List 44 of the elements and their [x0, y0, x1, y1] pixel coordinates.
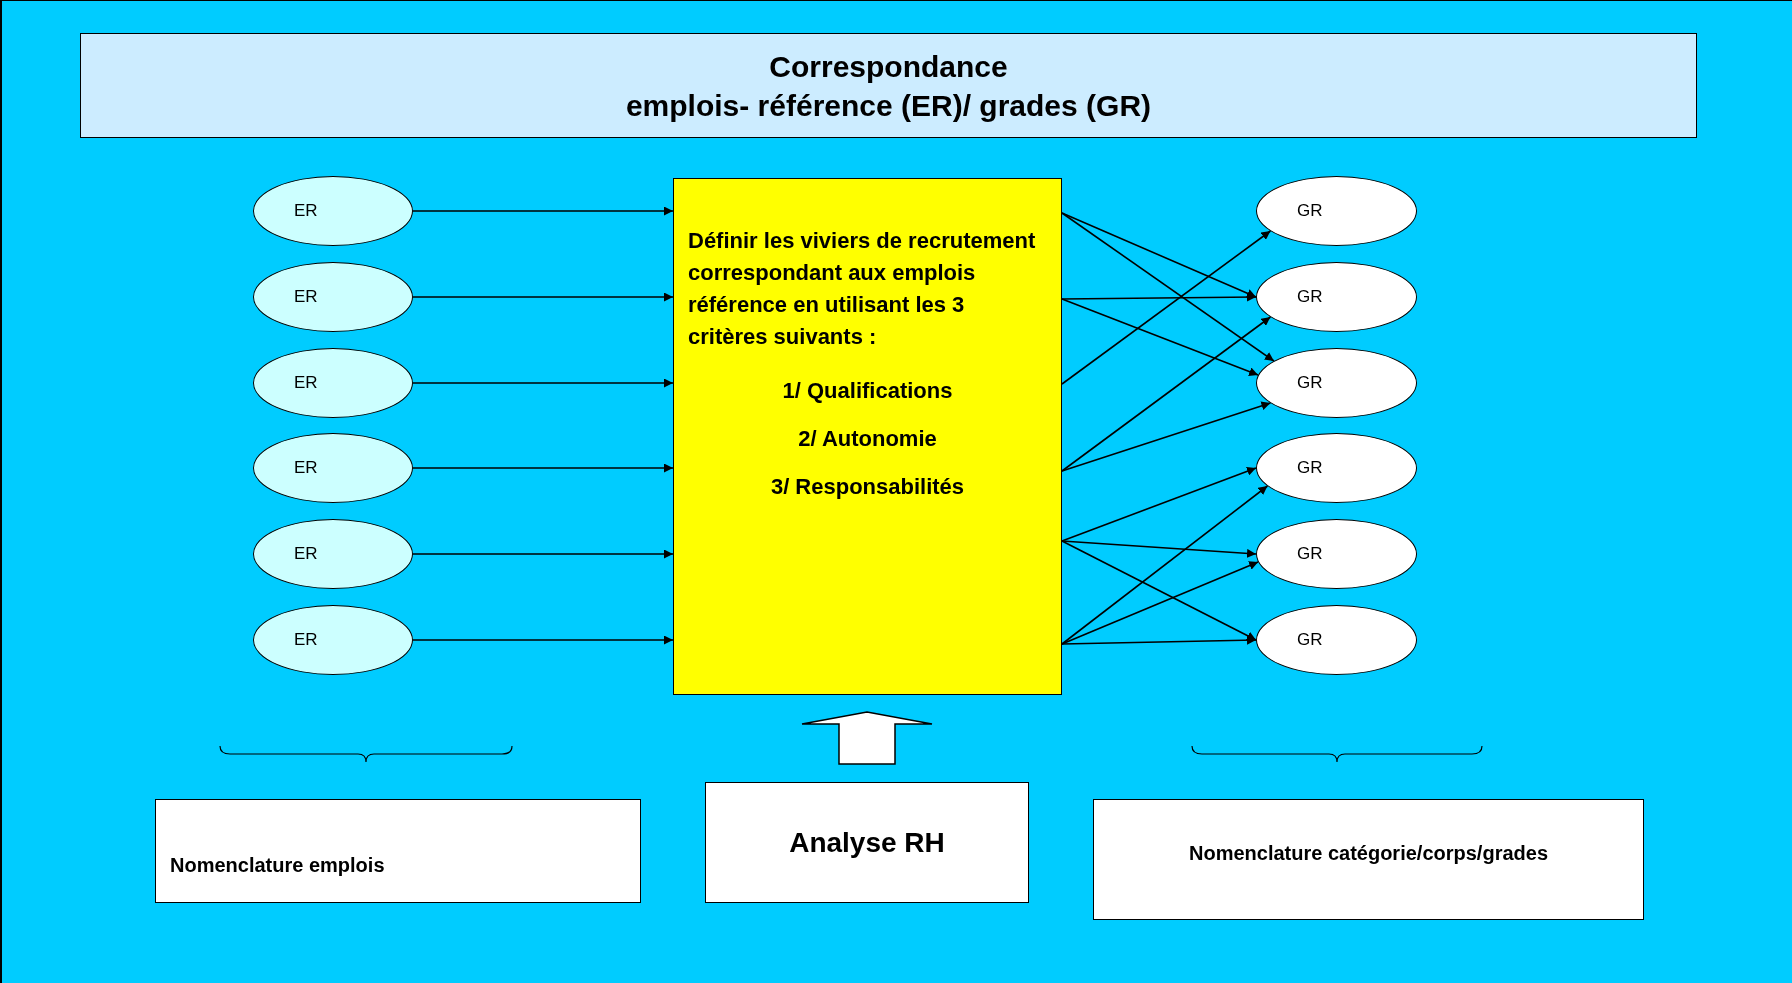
text-box	[1093, 799, 1644, 920]
ellipse-label: ER	[294, 458, 318, 478]
arrow	[1061, 298, 1259, 376]
criterion-text: 1/ Qualifications	[781, 377, 954, 404]
box-label: Nomenclature emplois	[170, 853, 385, 877]
ellipse-label: GR	[1297, 544, 1323, 564]
arrow	[412, 378, 674, 388]
process-box	[673, 178, 1062, 695]
block-arrow	[801, 711, 933, 765]
ellipse-label: ER	[294, 373, 318, 393]
arrow	[1061, 540, 1257, 641]
box-label: Nomenclature catégorie/corps/grades	[1189, 842, 1548, 865]
arrow	[412, 292, 674, 302]
arrow	[412, 549, 674, 559]
arrow	[412, 635, 674, 645]
arrow	[1061, 212, 1275, 362]
box-label: Analyse RH	[789, 826, 945, 859]
text-box	[155, 799, 641, 903]
box-text: Définir les viviers de recrutement correspondant aux emplois référence en utilisant les 3 critères suivants :	[688, 227, 1037, 351]
arrow	[1061, 212, 1257, 298]
arrow	[1061, 466, 1257, 542]
ellipse-label: GR	[1297, 287, 1323, 307]
ellipse-label: ER	[294, 630, 318, 650]
ellipse-label: GR	[1297, 630, 1323, 650]
ellipse-label: GR	[1297, 458, 1323, 478]
ellipse-label: ER	[294, 201, 318, 221]
arrow	[1061, 316, 1272, 472]
ellipse-label: ER	[294, 544, 318, 564]
arrow	[1061, 635, 1257, 645]
criterion-text: 2/ Autonomie	[797, 425, 938, 453]
ellipse-label: ER	[294, 287, 318, 307]
ellipse-label: GR	[1297, 201, 1323, 221]
arrow	[1061, 230, 1272, 385]
text-box	[705, 782, 1029, 903]
ellipse-label: GR	[1297, 373, 1323, 393]
arrow	[1061, 485, 1269, 645]
arrow	[412, 206, 674, 216]
arrow	[1061, 401, 1272, 472]
title: Correspondance emplois- référence (ER)/ grades (GR)	[625, 48, 1152, 124]
arrow	[1061, 561, 1259, 645]
criterion-text: 3/ Responsabilités	[769, 474, 966, 501]
arrow	[1061, 292, 1257, 302]
arrow	[1061, 540, 1257, 558]
arrow	[412, 463, 674, 473]
